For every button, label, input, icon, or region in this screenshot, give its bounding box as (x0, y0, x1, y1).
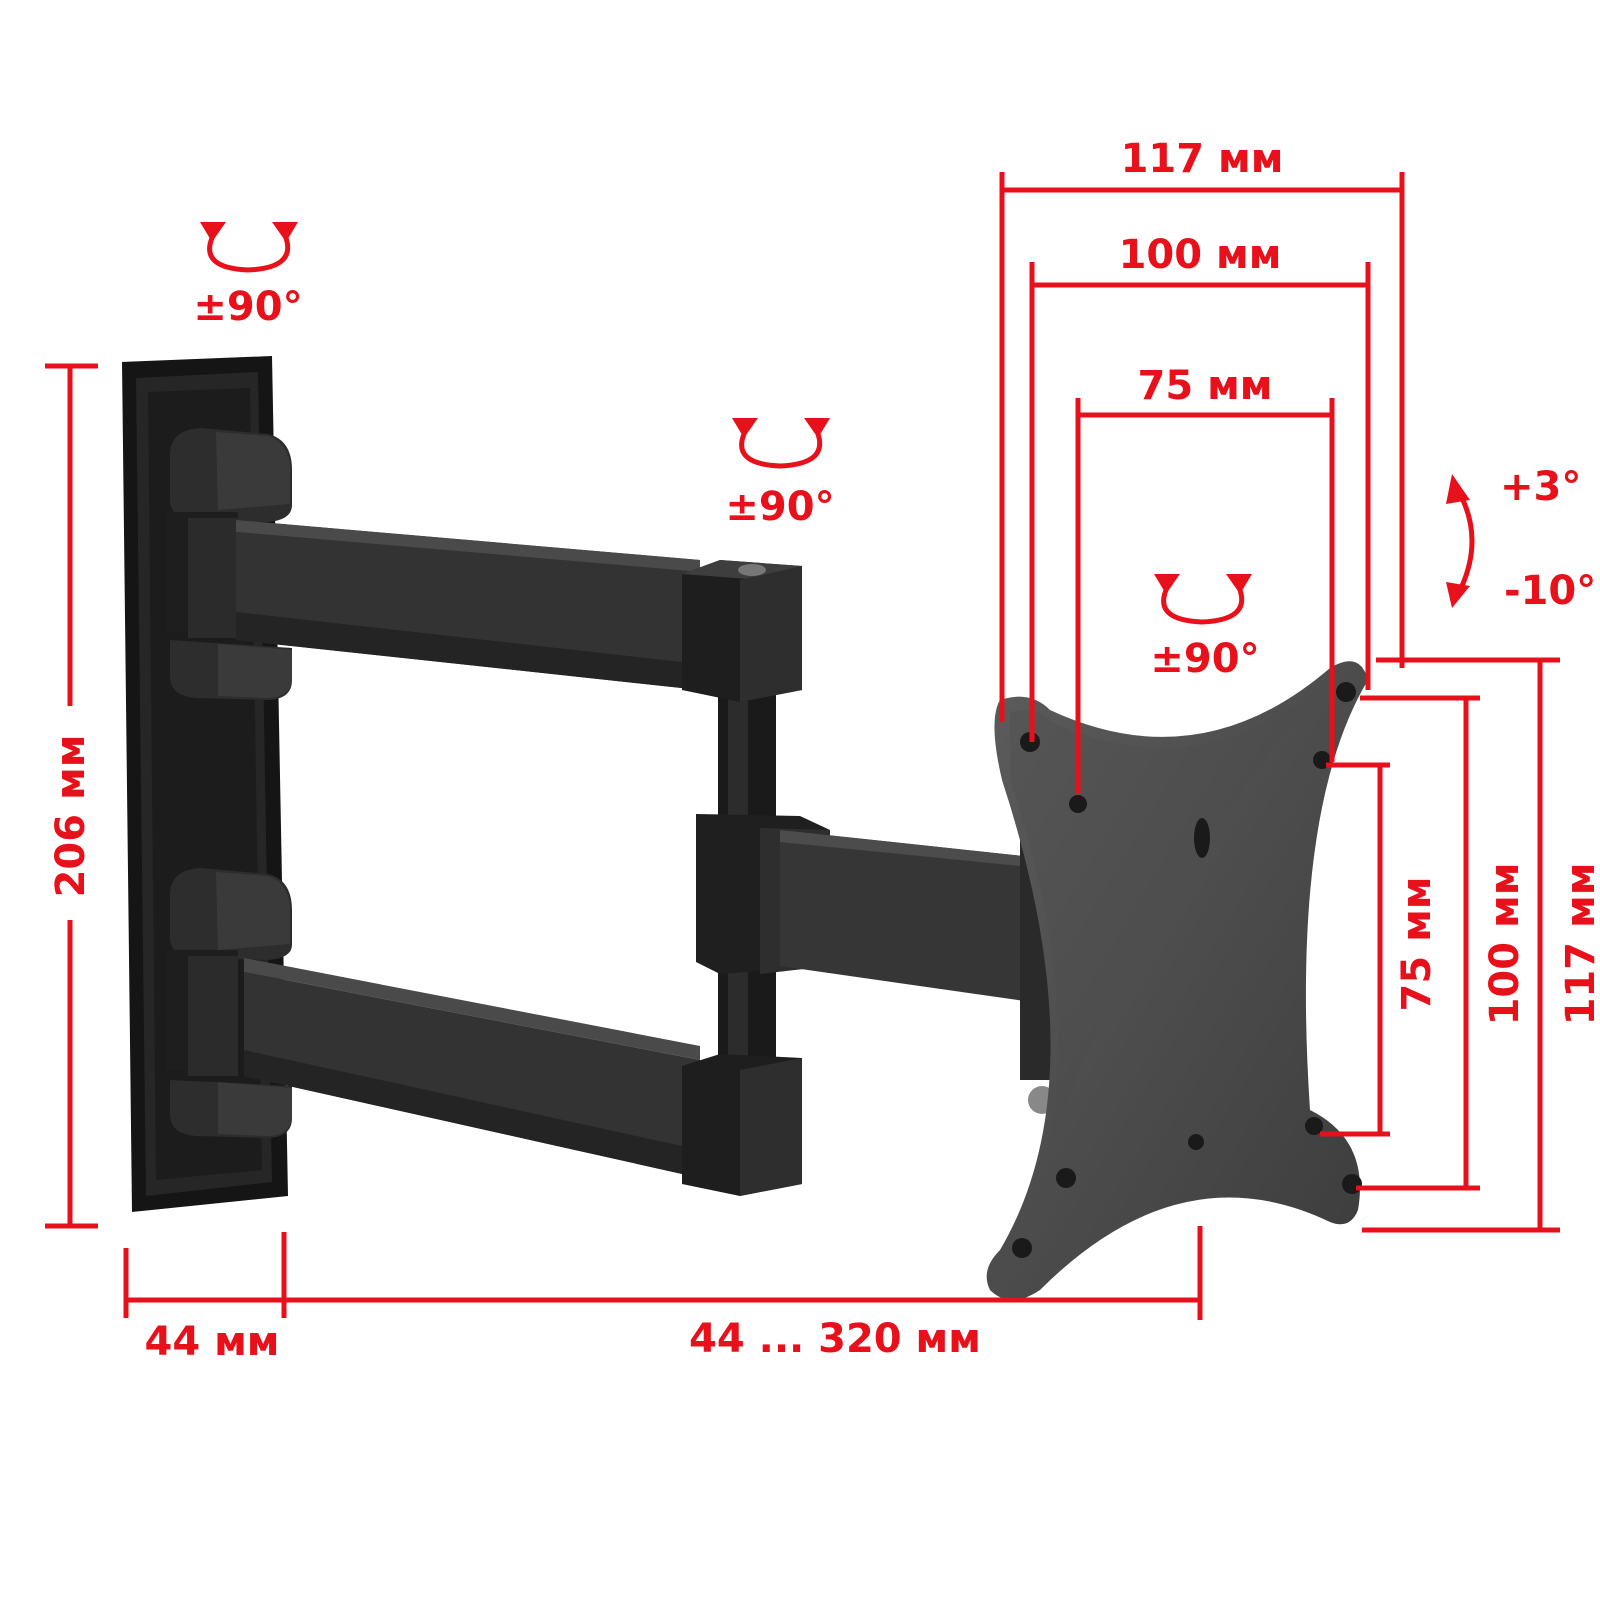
extension-range-label: 44 ... 320 мм (689, 1316, 981, 1362)
forward-arm (696, 814, 1060, 1006)
vesa-side-75-label: 75 мм (1394, 877, 1440, 1012)
vesa-hole (1188, 1134, 1204, 1150)
arm-swivel-label: ±90° (725, 484, 834, 530)
upper-elbow-cap (682, 560, 802, 702)
wall-plate-height-label: 206 мм (48, 735, 94, 898)
tilt-arrow-icon (1446, 474, 1475, 608)
plate-rotation-label: ±90° (1150, 636, 1259, 682)
vesa-hole (1342, 1174, 1362, 1194)
vesa-hole (1069, 795, 1087, 813)
rotate-arrows-icon (732, 418, 830, 469)
vesa-holes (1012, 682, 1362, 1258)
dimension-lines (45, 172, 1560, 1320)
vesa-hole (1012, 1238, 1032, 1258)
rotate-arrows-icon (200, 222, 298, 273)
lower-arm (244, 958, 700, 1178)
vesa-plate (986, 661, 1368, 1300)
vesa-hole (1305, 1117, 1323, 1135)
rotate-arrows-icon (1154, 574, 1252, 625)
wall-swivel-label: ±90° (193, 284, 302, 330)
vesa-top-100-label: 100 мм (1119, 232, 1282, 278)
tilt-down-label: -10° (1504, 568, 1596, 614)
tilt-up-label: +3° (1500, 464, 1581, 510)
wall-plate-depth-label: 44 мм (145, 1319, 280, 1365)
vesa-side-100-label: 100 мм (1482, 863, 1528, 1026)
vesa-top-117-label: 117 мм (1121, 136, 1284, 182)
lower-elbow-cap (682, 1054, 802, 1196)
vesa-hole (1056, 1168, 1076, 1188)
vesa-hole (1194, 818, 1210, 858)
wall-mount-bracket (122, 356, 1368, 1300)
lower-wall-hinge (166, 868, 292, 1138)
upper-arm (236, 520, 700, 690)
vesa-side-117-label: 117 мм (1558, 863, 1600, 1026)
vesa-top-75-label: 75 мм (1138, 363, 1273, 409)
upper-wall-hinge (166, 428, 292, 700)
vesa-hole (1336, 682, 1356, 702)
